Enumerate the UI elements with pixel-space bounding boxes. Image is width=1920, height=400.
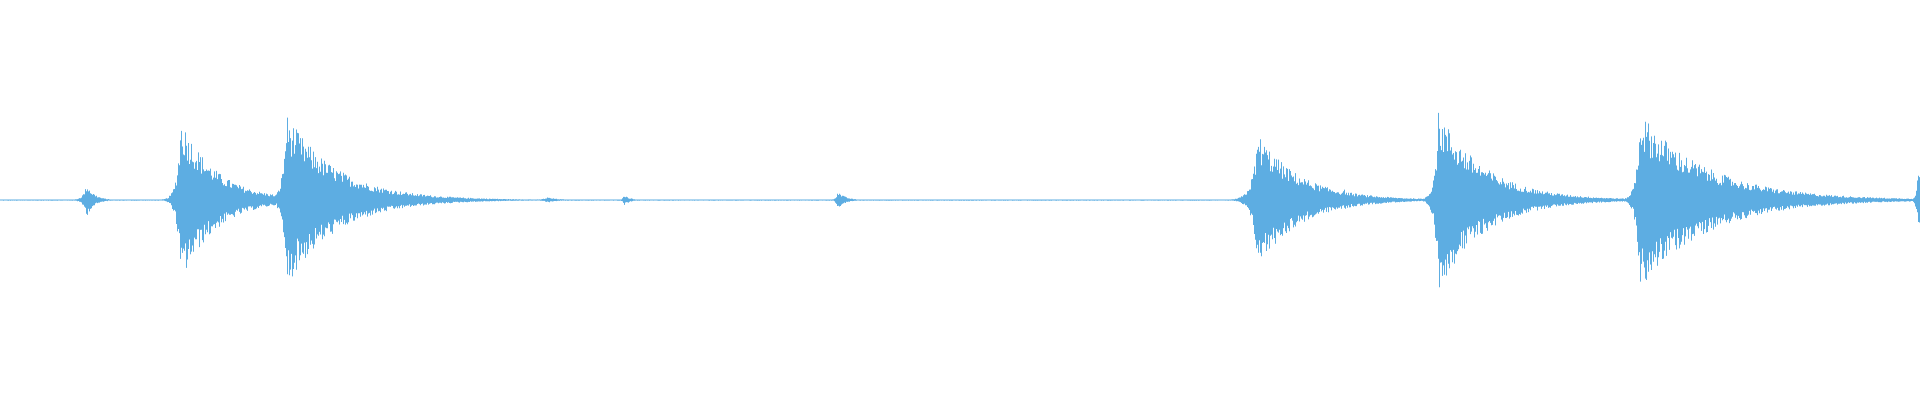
waveform-trace (0, 112, 1920, 288)
